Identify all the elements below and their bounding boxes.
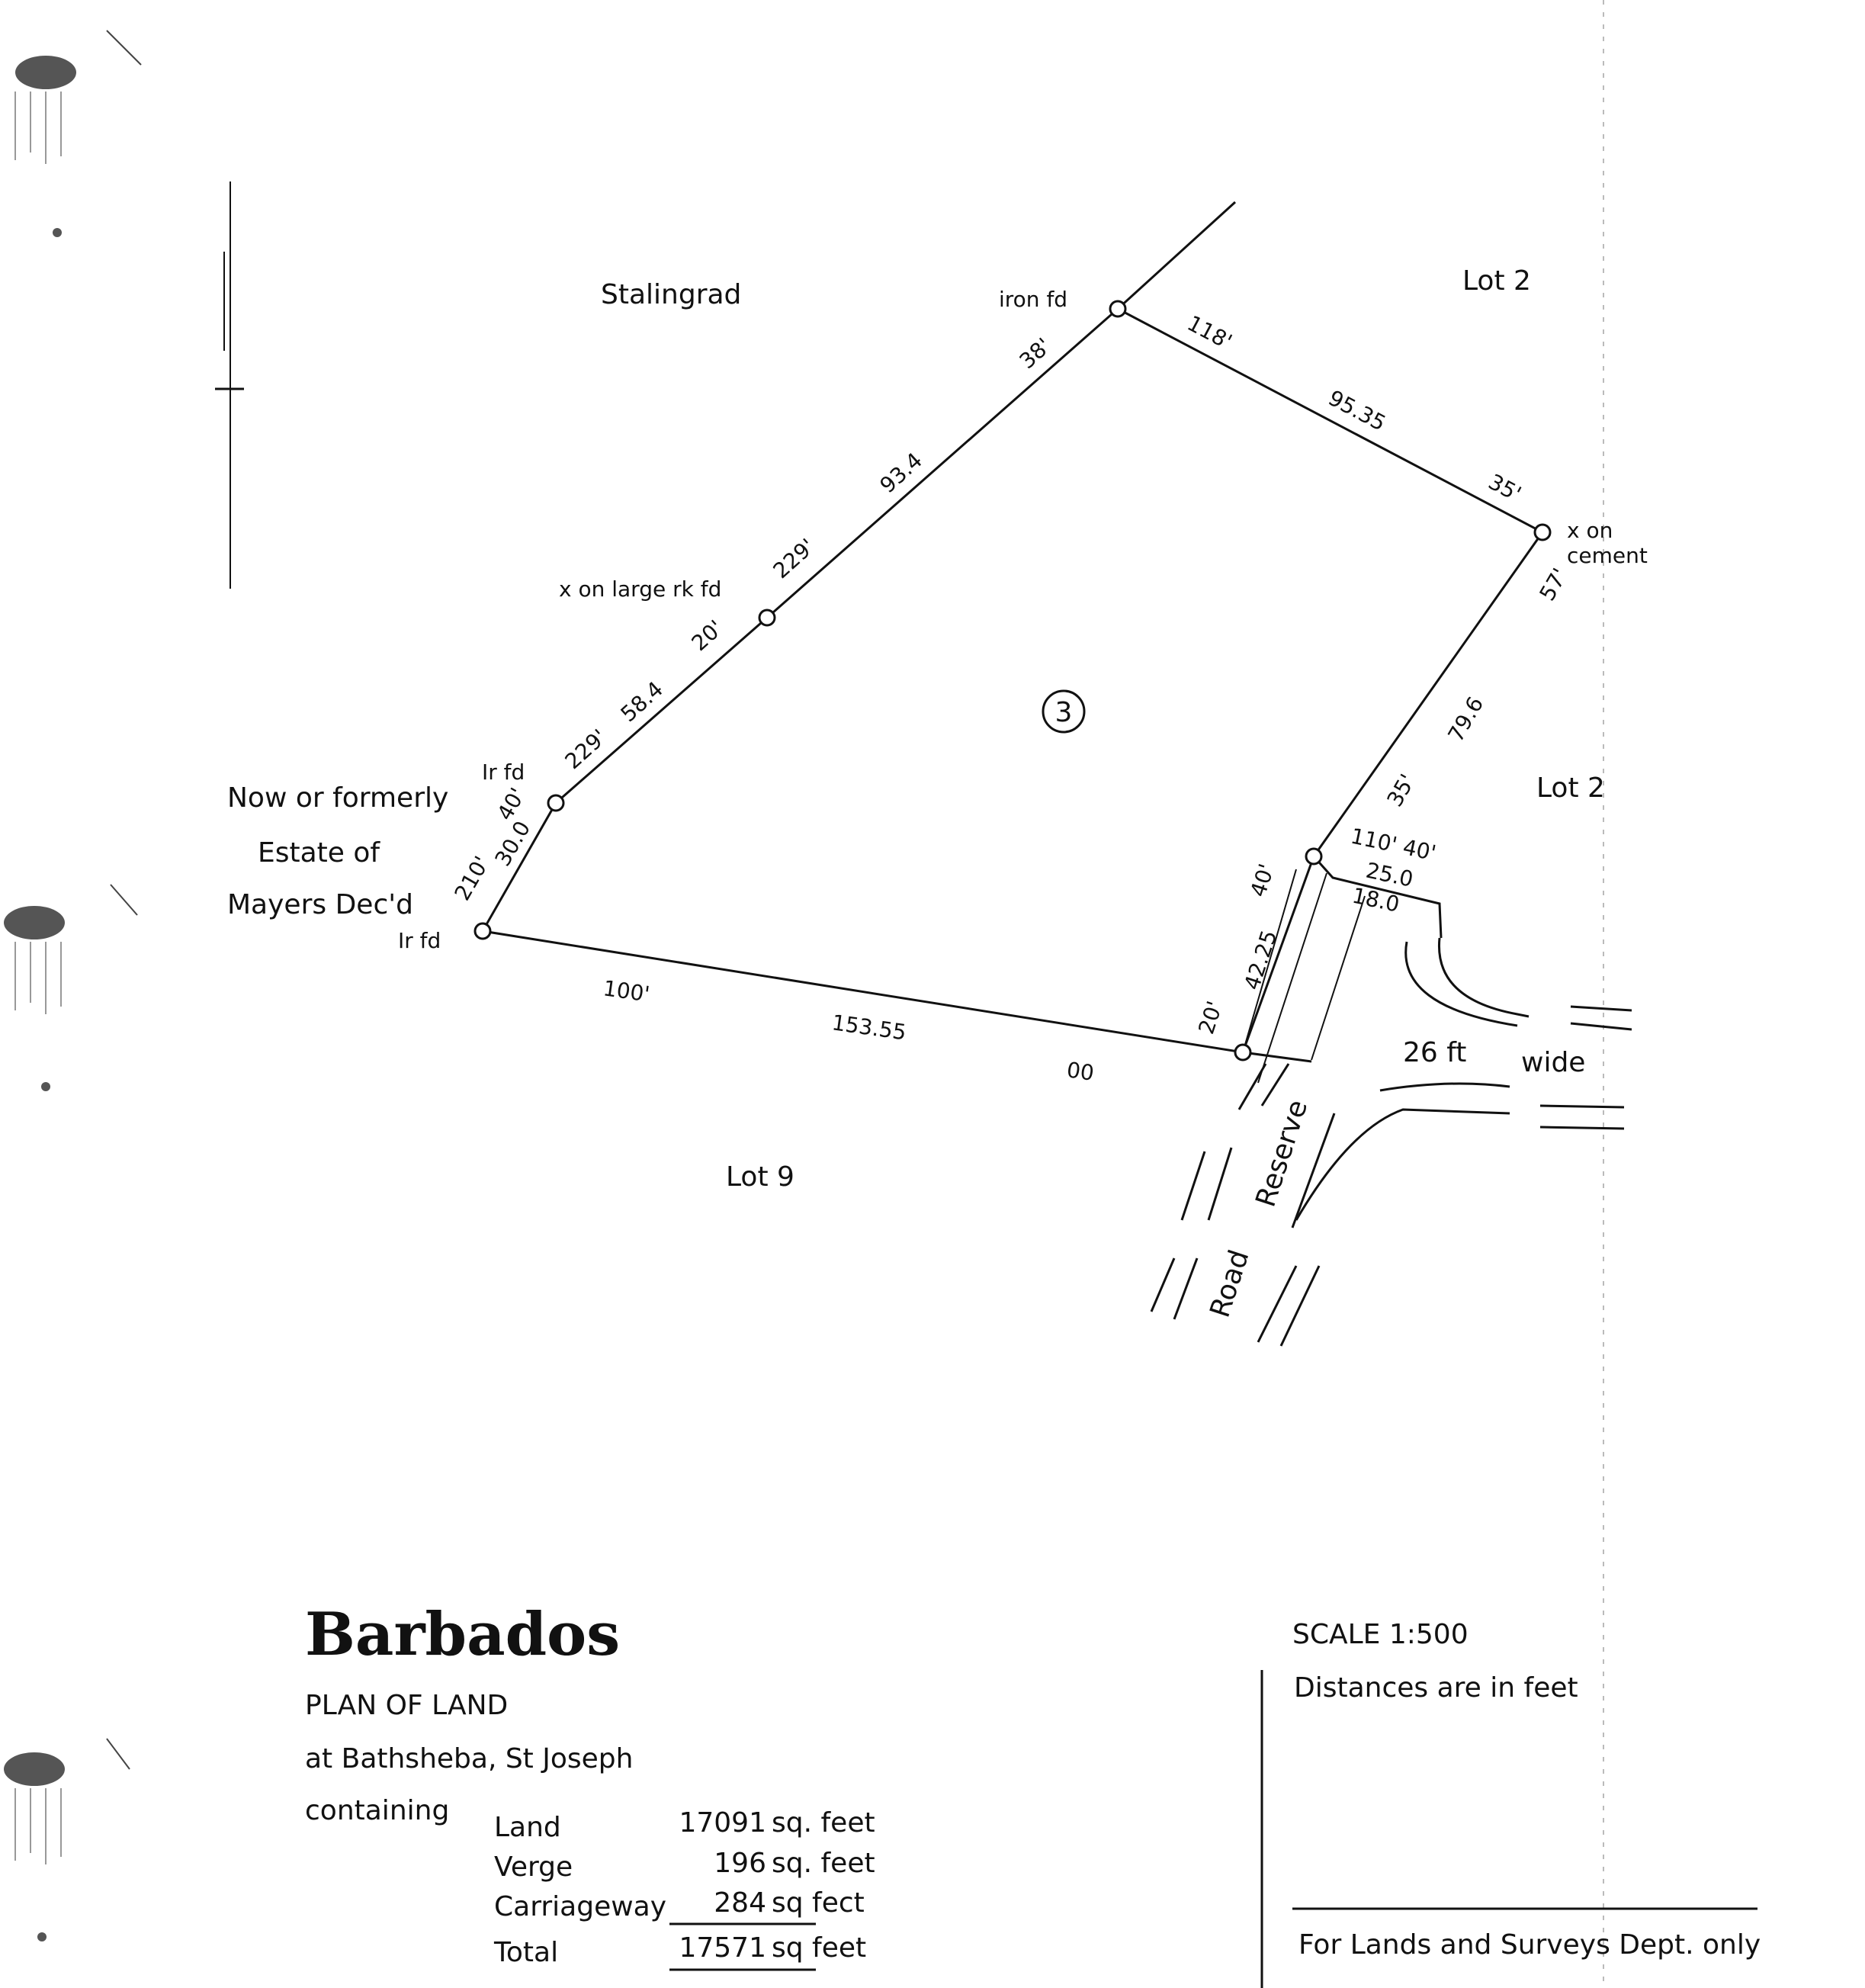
area-carriageway-unit: sq fect <box>772 1887 865 1919</box>
dim-35a: 35' <box>1485 469 1526 506</box>
parcel-boundary <box>480 307 1545 1054</box>
boundary-extension <box>1116 201 1237 310</box>
area-land-name: Land <box>494 1812 561 1843</box>
neighbor-east: Lot 2 <box>1536 772 1605 804</box>
neighbor-west-line-1: Now or formerly <box>227 782 448 814</box>
dim-00: 00 <box>1065 1057 1096 1086</box>
dim-210: 210' <box>449 852 494 904</box>
neighbor-west-line-3: Mayers Dec'd <box>227 889 413 920</box>
parcel-number-circle <box>1042 689 1086 734</box>
area-total-unit: sq feet <box>772 1932 866 1964</box>
distances-note: Distances are in feet <box>1294 1672 1578 1704</box>
dim-110-40: 110' 40' <box>1349 824 1439 866</box>
area-carriageway-name: Carriageway <box>494 1891 666 1922</box>
area-total-value: 17571 <box>679 1932 766 1964</box>
marker-cement-2: cement <box>1567 543 1648 568</box>
marker-ir-fd-west: Ir fd <box>482 760 525 785</box>
dept-note: For Lands and Surveys Dept. only <box>1298 1929 1761 1961</box>
dim-9535: 95.35 <box>1324 385 1390 436</box>
survey-point-large-rock <box>758 609 776 627</box>
neighbor-north: Stalingrad <box>601 279 741 310</box>
dim-20b: 20' <box>1193 998 1228 1037</box>
neighbor-south: Lot 9 <box>726 1161 794 1193</box>
plan-title: PLAN OF LAND <box>305 1690 508 1721</box>
survey-point-cement <box>1533 523 1552 541</box>
survey-point-southeast <box>1234 1043 1252 1061</box>
marker-large-rock: x on large rk fd <box>559 576 721 602</box>
road-label: Road <box>1205 1246 1256 1322</box>
marker-ir-fd-south: Ir fd <box>398 928 441 953</box>
dim-57: 57' <box>1534 564 1572 605</box>
scale-label: SCALE 1:500 <box>1292 1619 1469 1650</box>
dim-100: 100' <box>602 975 651 1007</box>
dim-796: 79.6 <box>1443 692 1488 746</box>
binder-mark-middle <box>4 884 138 1091</box>
dim-229a: 229' <box>769 534 820 583</box>
dim-40a: 40' <box>492 783 530 824</box>
marker-iron-fd: iron fd <box>999 287 1067 312</box>
area-carriageway-value: 284 <box>714 1887 766 1919</box>
dim-934: 93.4 <box>875 448 927 498</box>
area-verge-name: Verge <box>494 1852 573 1883</box>
dim-229b: 229' <box>560 724 612 774</box>
area-verge-unit: sq. feet <box>772 1848 875 1879</box>
road-wide: wide <box>1521 1047 1585 1078</box>
area-verge-value: 196 <box>714 1848 766 1879</box>
plan-location: at Bathsheba, St Joseph <box>305 1743 633 1774</box>
neighbor-northeast: Lot 2 <box>1462 265 1531 297</box>
area-land-unit: sq. feet <box>772 1807 875 1839</box>
survey-point-road-corner <box>1305 847 1323 866</box>
dim-40b: 40' <box>1245 861 1279 900</box>
binder-mark-top <box>14 30 142 237</box>
neighbor-west-line-2: Estate of <box>258 837 380 869</box>
dim-15355: 153.55 <box>830 1010 908 1045</box>
dim-35b: 35' <box>1382 769 1420 811</box>
north-arrow <box>215 181 244 589</box>
dim-20a: 20' <box>687 615 728 657</box>
area-land-value: 17091 <box>679 1807 766 1839</box>
dim-584: 58.4 <box>616 676 668 727</box>
road-reserve-lines <box>1150 856 1632 1347</box>
dim-300: 30.0 <box>490 817 535 870</box>
marker-cement-1: x on <box>1567 518 1613 543</box>
road-width: 26 ft <box>1403 1037 1466 1068</box>
country-title: Barbados <box>305 1600 620 1669</box>
parcel-number: 3 <box>1055 697 1073 728</box>
survey-point-ir-fd-south <box>473 922 492 940</box>
area-total-name: Total <box>493 1937 558 1968</box>
containing-label: containing <box>305 1795 449 1826</box>
survey-point-iron-fd <box>1109 300 1127 318</box>
binder-mark-bottom <box>4 1738 130 1941</box>
survey-point-ir-fd-west <box>547 794 565 812</box>
